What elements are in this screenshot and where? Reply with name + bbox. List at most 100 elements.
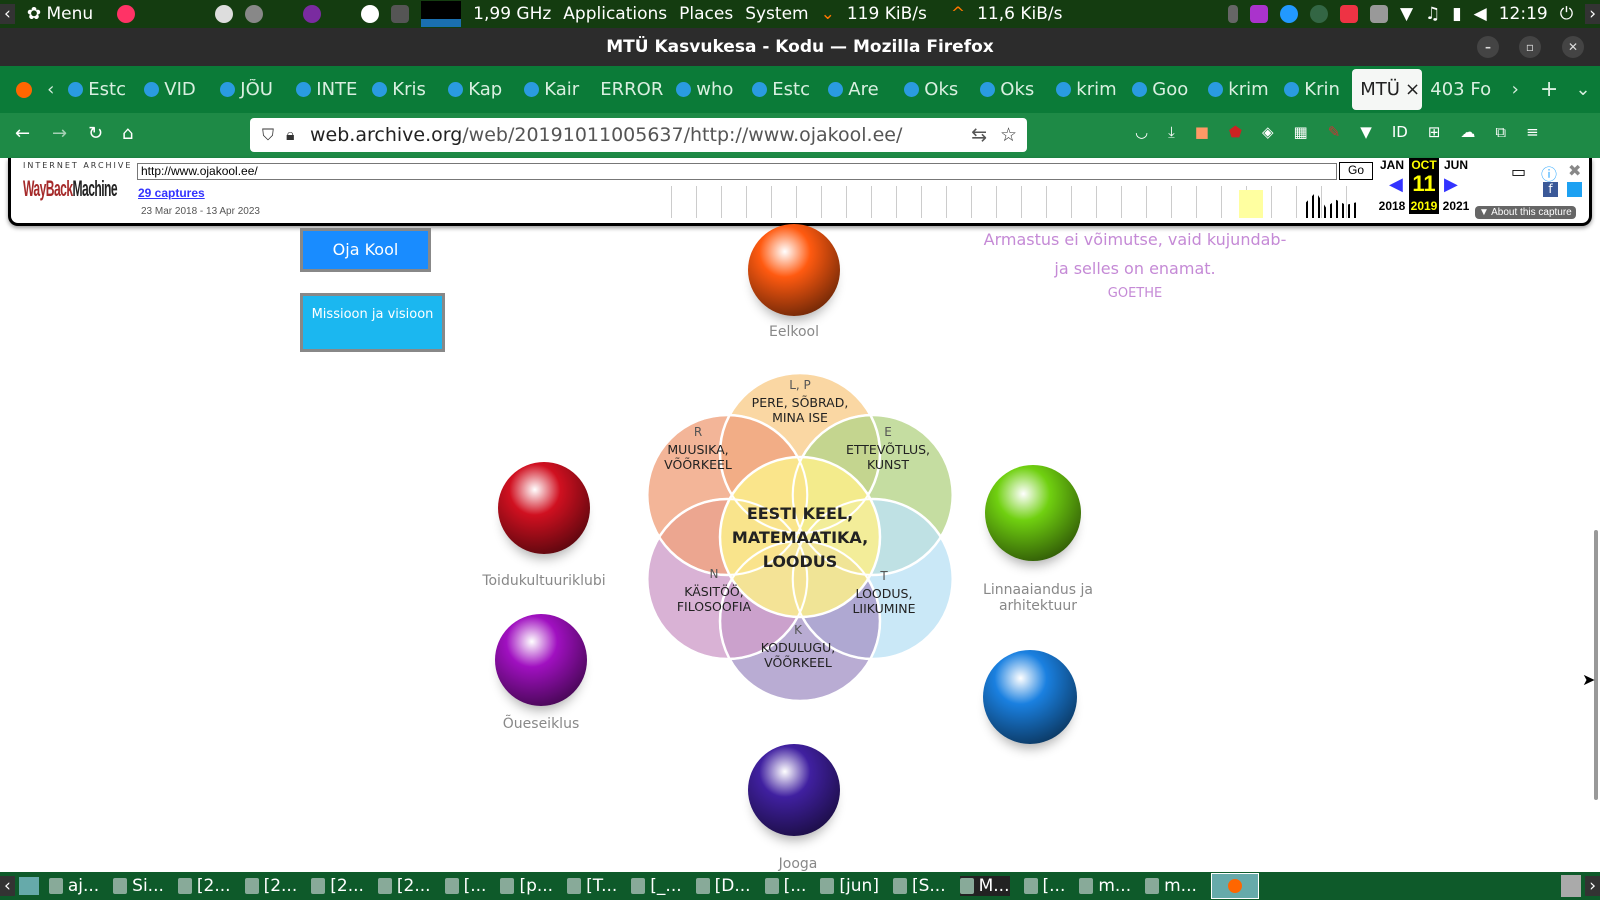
back-button[interactable]: ← [15, 123, 31, 144]
extensions-icon[interactable]: ⧉ [1495, 123, 1507, 141]
show-desktop-button[interactable] [18, 877, 39, 895]
shield-icon[interactable] [1369, 5, 1388, 23]
translate-icon[interactable]: ⇆ [971, 124, 987, 146]
oja-kool-button[interactable]: Oja Kool [300, 228, 431, 272]
tab[interactable]: Estc [744, 79, 820, 100]
uk-icon[interactable]: ⊞ [1427, 123, 1441, 141]
forward-button[interactable]: → [52, 123, 68, 144]
battery-icon[interactable]: ▮ [1452, 4, 1462, 24]
lock-icon[interactable]: 🔒︎ [286, 125, 295, 144]
taskbar-item[interactable]: [2... [244, 876, 297, 896]
maximize-button[interactable]: ▫ [1519, 36, 1541, 58]
firefox-icon[interactable] [117, 5, 136, 23]
taskbar-item[interactable]: m... [1145, 876, 1197, 896]
notification-icon[interactable]: ♫ [1425, 4, 1441, 24]
about-capture-button[interactable]: ▼ About this capture [1475, 206, 1576, 219]
tabs-scroll-right[interactable]: › [1511, 79, 1519, 100]
taskbar-item[interactable]: [S... [892, 876, 946, 896]
tab[interactable]: krim [1048, 79, 1124, 100]
tab[interactable]: Oks [896, 79, 972, 100]
volume-icon[interactable]: ◀ [1473, 4, 1487, 24]
help-icon[interactable]: ⓘ [1541, 165, 1558, 184]
id-icon[interactable]: ID [1391, 123, 1408, 141]
tab[interactable]: who [668, 79, 744, 100]
gears-icon[interactable] [245, 5, 264, 23]
camera-icon[interactable] [1309, 5, 1328, 23]
shield-icon[interactable]: ⛉ [262, 125, 275, 144]
calendar-icon[interactable]: ▦ [1293, 123, 1308, 141]
twitter-icon[interactable] [1567, 182, 1582, 197]
hamburger-menu-icon[interactable]: ≡ [1526, 123, 1539, 141]
firefox-taskbar-button[interactable] [1210, 873, 1259, 899]
minimize-button[interactable]: – [1477, 36, 1499, 58]
taskbar-item[interactable]: [D... [695, 876, 751, 896]
tab[interactable]: Oks [972, 79, 1048, 100]
close-wayback-icon[interactable]: ✖ [1568, 161, 1582, 180]
taskbar-item[interactable]: aj... [48, 876, 99, 896]
taskbar-item[interactable]: M... [959, 876, 1010, 896]
sphere-label[interactable]: Jooga [778, 856, 818, 872]
wayback-go-button[interactable]: Go [1339, 162, 1373, 180]
taskbar-item[interactable]: m... [1079, 876, 1131, 896]
scrollbar[interactable] [1594, 530, 1598, 800]
audio-app-icon[interactable] [1249, 5, 1268, 23]
power-icon[interactable]: ⏻ [1559, 4, 1574, 24]
tab[interactable]: Krin [1276, 79, 1352, 100]
tab[interactable]: Kair [516, 79, 592, 100]
tab[interactable]: Kris [364, 79, 440, 100]
capture-sparkline[interactable] [671, 186, 1371, 218]
sphere-label[interactable]: Eelkool [769, 324, 819, 340]
applications-menu[interactable]: Applications [563, 4, 668, 24]
ublock-icon[interactable]: ⬟ [1228, 123, 1242, 141]
taskbar-item[interactable]: [_... [631, 876, 682, 896]
sphere-label[interactable]: Õueseiklus [502, 716, 580, 732]
taskbar-item[interactable]: [... [1023, 876, 1065, 896]
taskbar-item[interactable]: [jun] [820, 876, 879, 896]
taskbar-item[interactable]: Si... [113, 876, 164, 896]
bookmark-star-icon[interactable]: ☆ [999, 124, 1017, 146]
mission-vision-button[interactable]: Missioon ja visioon [300, 293, 445, 352]
menu-button[interactable]: ✿ Menu [26, 4, 94, 24]
ext-icon[interactable]: ■ [1194, 123, 1209, 141]
taskbar-left-arrow[interactable]: ‹ [0, 876, 15, 896]
system-menu[interactable]: System [745, 4, 809, 24]
sphere-label[interactable]: Toidukultuuriklubi [482, 573, 606, 589]
close-tab-icon[interactable]: × [1404, 79, 1421, 100]
taskbar-item[interactable]: [2... [311, 876, 364, 896]
ext-icon[interactable]: ✎ [1327, 123, 1341, 141]
trash-icon[interactable] [1561, 875, 1582, 897]
reload-button[interactable]: ↻ [88, 123, 104, 144]
sphere-link[interactable] [495, 614, 587, 706]
places-menu[interactable]: Places [679, 4, 734, 24]
tab[interactable]: VID [136, 79, 212, 100]
sphere-link[interactable] [498, 462, 590, 554]
cloud-icon[interactable]: ☁ [1460, 123, 1476, 141]
opera-icon[interactable] [361, 5, 380, 23]
tab[interactable]: JÕU [212, 79, 288, 100]
taskbar-item[interactable]: [p... [500, 876, 553, 896]
window-icon[interactable]: ▭ [1511, 162, 1527, 181]
taskbar-item[interactable]: [T... [567, 876, 617, 896]
home-button[interactable]: ⌂ [122, 123, 134, 144]
wifi-icon[interactable]: ▼ [1399, 4, 1414, 24]
tab[interactable]: krim [1200, 79, 1276, 100]
tab[interactable]: MTÜ× [1352, 69, 1423, 110]
next-year[interactable]: 2021 [1442, 199, 1470, 213]
ext-icon[interactable]: ◈ [1261, 123, 1274, 141]
blocker-icon[interactable] [1339, 5, 1358, 23]
next-month[interactable]: JUN [1443, 158, 1468, 172]
next-capture-arrow[interactable]: ▶ [1444, 174, 1458, 195]
tab[interactable]: Goo [1124, 79, 1200, 100]
taskbar-item[interactable]: [... [764, 876, 806, 896]
tab[interactable]: Kap [440, 79, 516, 100]
pocket-icon[interactable]: ◡ [1135, 123, 1149, 141]
firefox-view-button[interactable] [0, 79, 47, 100]
taskbar-item[interactable]: [2... [177, 876, 231, 896]
sphere-link[interactable] [748, 224, 840, 316]
terminal-icon[interactable] [391, 5, 410, 23]
filter-icon[interactable]: ▼ [1360, 123, 1372, 141]
sphere-link[interactable] [748, 744, 840, 836]
panel-right-arrow[interactable]: › [1585, 4, 1600, 24]
panel-left-arrow[interactable]: ‹ [0, 4, 15, 24]
url-bar[interactable]: ⛉ 🔒︎ web.archive.org/web/20191011005637/… [250, 118, 1027, 152]
